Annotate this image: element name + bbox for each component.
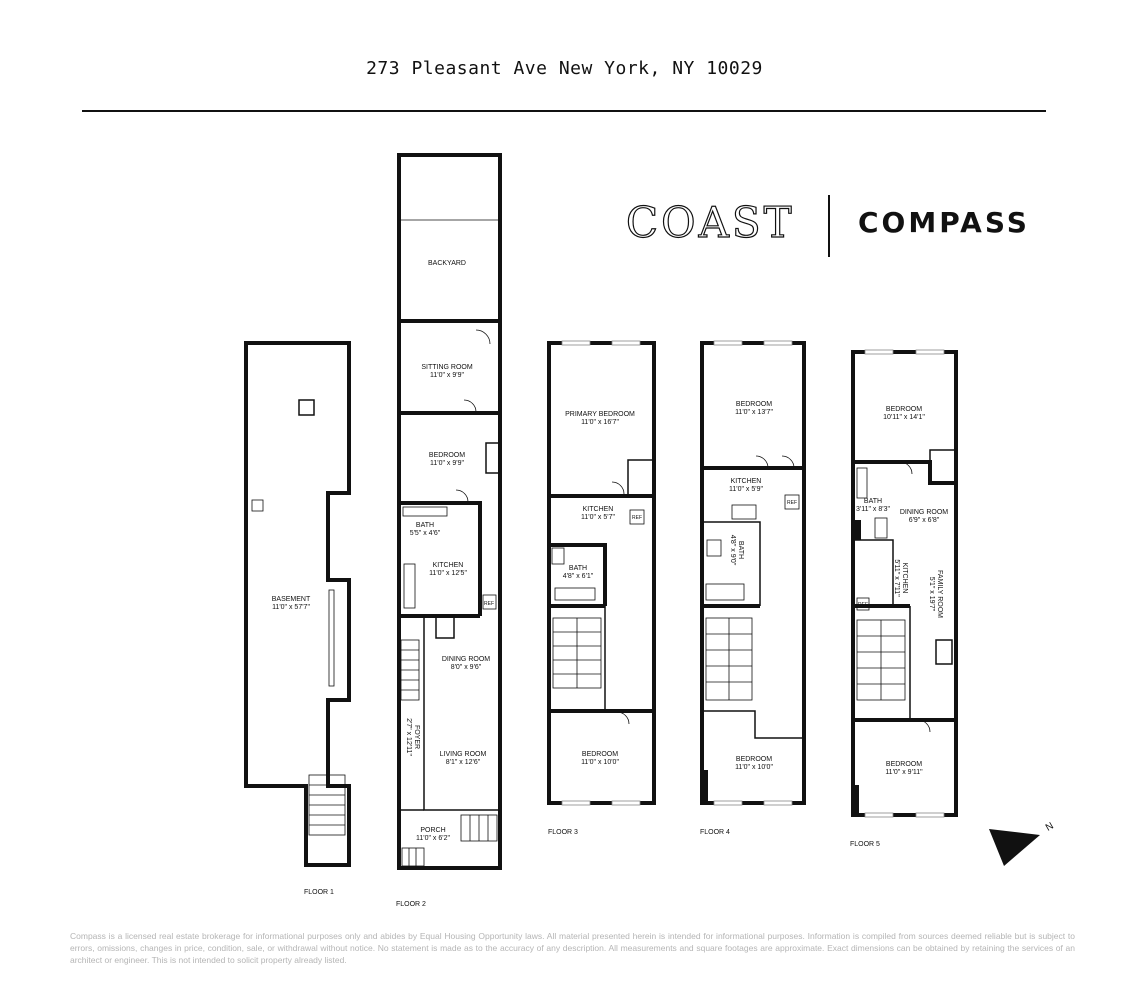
room-name: BATH bbox=[737, 541, 744, 559]
property-address: 273 Pleasant Ave New York, NY 10029 bbox=[366, 58, 763, 79]
room-name: BEDROOM bbox=[582, 751, 618, 758]
door-swing-icon bbox=[475, 329, 491, 345]
room-dims: 8'0" x 9'6" bbox=[451, 664, 482, 671]
room-name: PORCH bbox=[420, 827, 445, 834]
floor-label: FLOOR 1 bbox=[304, 889, 334, 896]
room-dims: 11'0" x 5'7" bbox=[581, 514, 615, 521]
room-dims: 11'0" x 9'11" bbox=[885, 769, 923, 776]
ref-label: REF bbox=[484, 601, 494, 607]
stairs-icon bbox=[856, 619, 906, 701]
ref-label: REF bbox=[858, 602, 868, 608]
stairs-icon bbox=[308, 774, 346, 836]
room-dims: 11'0" x 16'7" bbox=[581, 419, 619, 426]
porch-stairs-icon bbox=[401, 814, 498, 867]
room-name: BEDROOM bbox=[429, 452, 465, 459]
stairs-icon bbox=[400, 639, 420, 701]
room-dims: 4'8" x 9'0" bbox=[729, 535, 736, 566]
kitchen-counter-icon bbox=[403, 563, 416, 609]
room-dims: 10'11" x 14'1" bbox=[883, 414, 925, 421]
floor-3-plan: REF PRIMARY BEDROOM 11'0" x 16'7" KITCHE… bbox=[547, 340, 656, 836]
disclaimer-text: Compass is a licensed real estate broker… bbox=[70, 931, 1075, 965]
room-dims: 5'11" x 7'11" bbox=[893, 559, 900, 597]
door-swing-icon bbox=[455, 489, 469, 503]
room-dims: 11'0" x 10'0" bbox=[581, 759, 619, 766]
room-dims: 11'0" x 13'7" bbox=[735, 409, 773, 416]
compass-logo: COMPASS bbox=[858, 206, 1030, 239]
bathtub-icon bbox=[402, 506, 448, 517]
floor-label: FLOOR 5 bbox=[850, 841, 880, 848]
room-name: BEDROOM bbox=[886, 761, 922, 768]
room-name: BEDROOM bbox=[736, 756, 772, 763]
door-swing-icon bbox=[616, 711, 630, 725]
toilet-icon bbox=[706, 539, 722, 557]
room-name: BATH bbox=[569, 565, 587, 572]
room-name: LIVING ROOM bbox=[440, 751, 487, 758]
north-label: N bbox=[1044, 821, 1056, 834]
room-dims: 5'1" x 19'7" bbox=[928, 577, 935, 612]
room-name: PRIMARY BEDROOM bbox=[565, 411, 635, 418]
room-name: KITCHEN bbox=[901, 563, 908, 594]
room-dims: 11'0" x 12'5" bbox=[429, 570, 467, 577]
room-dims: 5'5" x 4'6" bbox=[410, 530, 441, 537]
room-name: DINING ROOM bbox=[442, 656, 490, 663]
room-name: BEDROOM bbox=[736, 401, 772, 408]
floor-label: FLOOR 4 bbox=[700, 829, 730, 836]
door-swing-icon bbox=[899, 461, 913, 475]
room-dims: 4'8" x 6'1" bbox=[563, 573, 594, 580]
stairs-icon bbox=[552, 617, 602, 689]
room-name: DINING ROOM bbox=[900, 509, 948, 516]
door-swing-icon bbox=[781, 455, 795, 469]
coast-logo: COAST bbox=[625, 197, 795, 247]
floor-5-plan: REF BEDROOM 10'11" x 14'1" BATH 3'11" x … bbox=[850, 349, 958, 848]
room-dims: 11'0" x 10'0" bbox=[735, 764, 773, 771]
room-dims: 11'0" x 5'9" bbox=[729, 486, 763, 493]
room-dims: 2'7" x 12'11" bbox=[405, 718, 412, 756]
stairs-icon bbox=[705, 617, 753, 701]
room-dims: 11'0" x 9'9" bbox=[430, 460, 464, 467]
room-name: FOYER bbox=[413, 725, 420, 749]
room-name: BASEMENT bbox=[272, 596, 311, 603]
bathtub-icon bbox=[554, 587, 596, 601]
room-name: BATH bbox=[864, 498, 882, 505]
sink-icon bbox=[251, 499, 264, 512]
bathtub-icon bbox=[705, 583, 745, 601]
floor-label: FLOOR 3 bbox=[548, 829, 578, 836]
toilet-icon bbox=[551, 547, 565, 565]
room-dims: 11'0" x 57'7" bbox=[272, 604, 310, 611]
shower-icon bbox=[856, 467, 868, 499]
door-swing-icon bbox=[917, 719, 931, 733]
floor-4-plan: REF BEDROOM 11'0" x 13'7" KITCHEN 11'0" … bbox=[700, 340, 806, 836]
header-divider bbox=[82, 110, 1046, 112]
room-dims: 6'9" x 6'8" bbox=[909, 517, 940, 524]
toilet-icon bbox=[874, 517, 888, 539]
floor-1-plan: BASEMENT 11'0" x 57'7" FLOOR 1 bbox=[244, 341, 351, 896]
room-name: BACKYARD bbox=[428, 260, 466, 267]
room-name: SITTING ROOM bbox=[421, 364, 473, 371]
room-name: KITCHEN bbox=[583, 506, 614, 513]
logo-divider bbox=[828, 195, 830, 257]
room-dims: 8'1" x 12'6" bbox=[446, 759, 481, 766]
room-dims: 3'11" x 8'3" bbox=[856, 506, 890, 513]
door-swing-icon bbox=[463, 399, 477, 413]
room-name: BATH bbox=[416, 522, 434, 529]
floor-2-plan: REF BACKYARD SITTING ROOM 11'0" x 9'9" B… bbox=[396, 153, 502, 908]
floor-label: FLOOR 2 bbox=[396, 901, 426, 908]
skylight-icon bbox=[298, 399, 315, 416]
room-name: FAMILY ROOM bbox=[936, 570, 943, 618]
room-dims: 11'0" x 9'9" bbox=[430, 372, 464, 379]
room-name: KITCHEN bbox=[433, 562, 464, 569]
ref-label: REF bbox=[632, 515, 642, 521]
stove-icon bbox=[731, 504, 757, 520]
door-swing-icon bbox=[611, 481, 625, 495]
room-name: KITCHEN bbox=[731, 478, 762, 485]
door-swing-icon bbox=[755, 455, 769, 469]
room-name: BEDROOM bbox=[886, 406, 922, 413]
ref-label: REF bbox=[787, 500, 797, 506]
north-arrow-icon: N bbox=[989, 821, 1056, 866]
room-dims: 11'0" x 6'2" bbox=[416, 835, 450, 842]
